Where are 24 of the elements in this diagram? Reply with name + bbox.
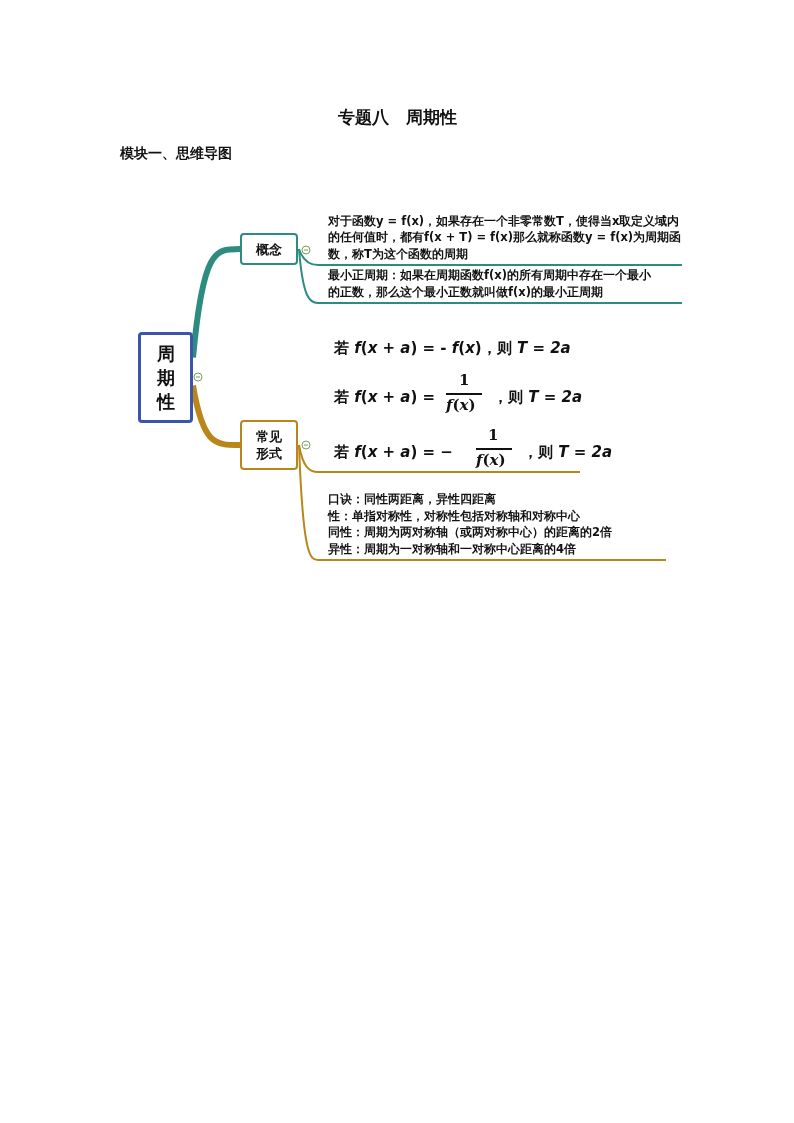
note-line: 同性：周期为两对称轴（或两对称中心）的距离的2倍 [328, 524, 612, 541]
formula-text: ，则 T = 2a [523, 443, 613, 462]
fraction-part: 1 [488, 426, 499, 444]
note-line: 性：单指对称性，对称性包括对称轴和对称中心 [328, 507, 580, 524]
note-text: 最小正周期：如果在周期函数f(x)的所有周期中存在一个最小的正数，那么这个最小正数就叫做f(x)的最小正周期 [318, 266, 682, 304]
note-line: 异性：周期为一对称轴和一对称中心距离的4倍 [328, 540, 576, 557]
branch-line [298, 444, 319, 561]
fraction-part: f(x) [446, 396, 476, 414]
formula-text: ，则 T = 2a [493, 388, 583, 407]
topic-box: 周期性 [138, 332, 193, 423]
formula-text: 若 f(x + a) = - f(x)，则 T = 2a [334, 339, 571, 358]
fraction-part: f(x) [476, 451, 506, 469]
note-text: 对于函数y = f(x)，如果存在一个非零常数T，使得当x取定义域内的任何值时，都有f(x + T) = f(x)那么就称函数y = f(x)为周期函数，称T为这个函数的周期 [318, 196, 682, 266]
formula-text: 若 f(x + a) = − [334, 443, 453, 462]
branch-line [298, 248, 319, 304]
branch-line [298, 248, 319, 266]
formula-text: 若 f(x + a) = [334, 388, 436, 407]
branch-line [298, 444, 319, 473]
fraction-part: 1 [459, 371, 470, 389]
branch-box: 概念 [240, 233, 298, 265]
note-line: 口诀：同性两距离，异性四距离 [328, 491, 496, 508]
branch-box: 常见形式 [240, 420, 298, 470]
title: 专题八 周期性 [336, 106, 458, 129]
section-heading: 模块一、思维导图 [120, 145, 232, 163]
